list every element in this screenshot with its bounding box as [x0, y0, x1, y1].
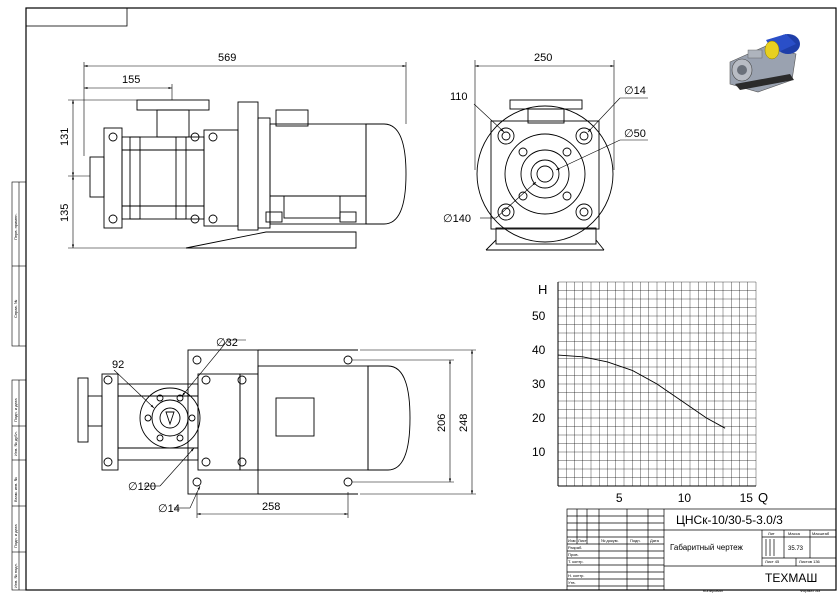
dim-port-diameter: ∅50	[624, 128, 646, 140]
pump-curve-chart: 10 20 30 40 50 5 10 15 H Q	[532, 281, 768, 505]
role-nkontr: Н. контр.	[568, 573, 585, 578]
sheet-label: Лист 45	[765, 559, 780, 564]
row-list: Лист	[578, 538, 587, 543]
stamp-podp-data-1: Подп. и дата	[13, 398, 18, 422]
y-tick-label: 50	[532, 309, 546, 323]
end-view	[476, 99, 614, 251]
mass-value: 35.73	[788, 546, 804, 552]
dim-lower-height: 135	[59, 204, 71, 222]
dim-flange-circle: ∅120	[128, 481, 156, 493]
row-date: Дата	[650, 538, 660, 543]
stamp-inv-dubl: Инв. № дубл.	[13, 431, 18, 456]
doc-name: Габаритный чертеж	[670, 543, 743, 552]
y-tick-label: 10	[532, 445, 546, 459]
col-scale: Масштаб	[812, 531, 830, 536]
pump-curve-line	[557, 354, 726, 429]
role-razrab: Разраб.	[568, 545, 582, 550]
col-mass: Масса	[788, 531, 801, 536]
y-tick-label: 40	[532, 343, 546, 357]
x-axis-label: Q	[758, 490, 768, 505]
top-view	[77, 349, 411, 495]
y-tick-label: 20	[532, 411, 546, 425]
stamp-inv-podl: Инв. № подл.	[13, 563, 18, 588]
x-tick-label: 5	[616, 491, 623, 505]
front-view-dimensions	[68, 62, 407, 249]
row-sign: Подп.	[630, 538, 641, 543]
copied-label: Копировал	[703, 588, 724, 593]
dim-overall-length: 569	[218, 52, 236, 64]
stamp-sprav-no: Справ. №	[13, 300, 18, 318]
stamp-podp-data-2: Подп. и дата	[13, 524, 18, 548]
front-view	[89, 99, 407, 249]
dim-foot-span: 258	[262, 501, 280, 513]
stamp-perv-primen: Перв. примен.	[13, 213, 18, 240]
row-izm: Изм	[568, 538, 576, 543]
dim-top-port: ∅32	[216, 337, 238, 349]
role-tkontr: Т. контр.	[568, 559, 584, 564]
dim-bolt-circle: ∅140	[443, 213, 471, 225]
designation: ЦНСк-10/30-5-3.0/3	[676, 513, 783, 527]
stamp-vzam-inv: Взам. инв. №	[13, 477, 18, 502]
dim-total-width: 248	[458, 414, 470, 432]
dim-flange-gap: 110	[450, 91, 468, 103]
sheets-label: Листов 136	[799, 559, 821, 564]
dim-width: 250	[534, 52, 552, 64]
dim-foot-bolt: ∅14	[158, 503, 180, 515]
row-docnum: № докум.	[601, 538, 619, 543]
dim-upper-height: 131	[59, 128, 71, 146]
dim-foot-width: 206	[436, 414, 448, 432]
dim-side-offset: 92	[112, 359, 124, 371]
title-block	[566, 508, 837, 591]
y-axis-label: H	[538, 282, 547, 297]
y-tick-label: 30	[532, 377, 546, 391]
col-lit: Лит	[768, 531, 775, 536]
role-prov: Пров.	[568, 552, 579, 557]
format-label: Формат А3	[800, 588, 821, 593]
dim-suction-offset: 155	[122, 74, 140, 86]
x-tick-label: 10	[678, 491, 692, 505]
role-utv: Утв.	[568, 580, 576, 585]
x-tick-label: 15	[740, 491, 754, 505]
pump-3d-thumbnail	[729, 34, 800, 93]
side-stamp	[11, 181, 27, 591]
dim-bolt-diameter: ∅14	[624, 85, 646, 97]
company: ТЕХМАШ	[765, 571, 817, 585]
top-view-dimensions	[113, 339, 476, 518]
end-view-dimensions	[473, 60, 648, 219]
